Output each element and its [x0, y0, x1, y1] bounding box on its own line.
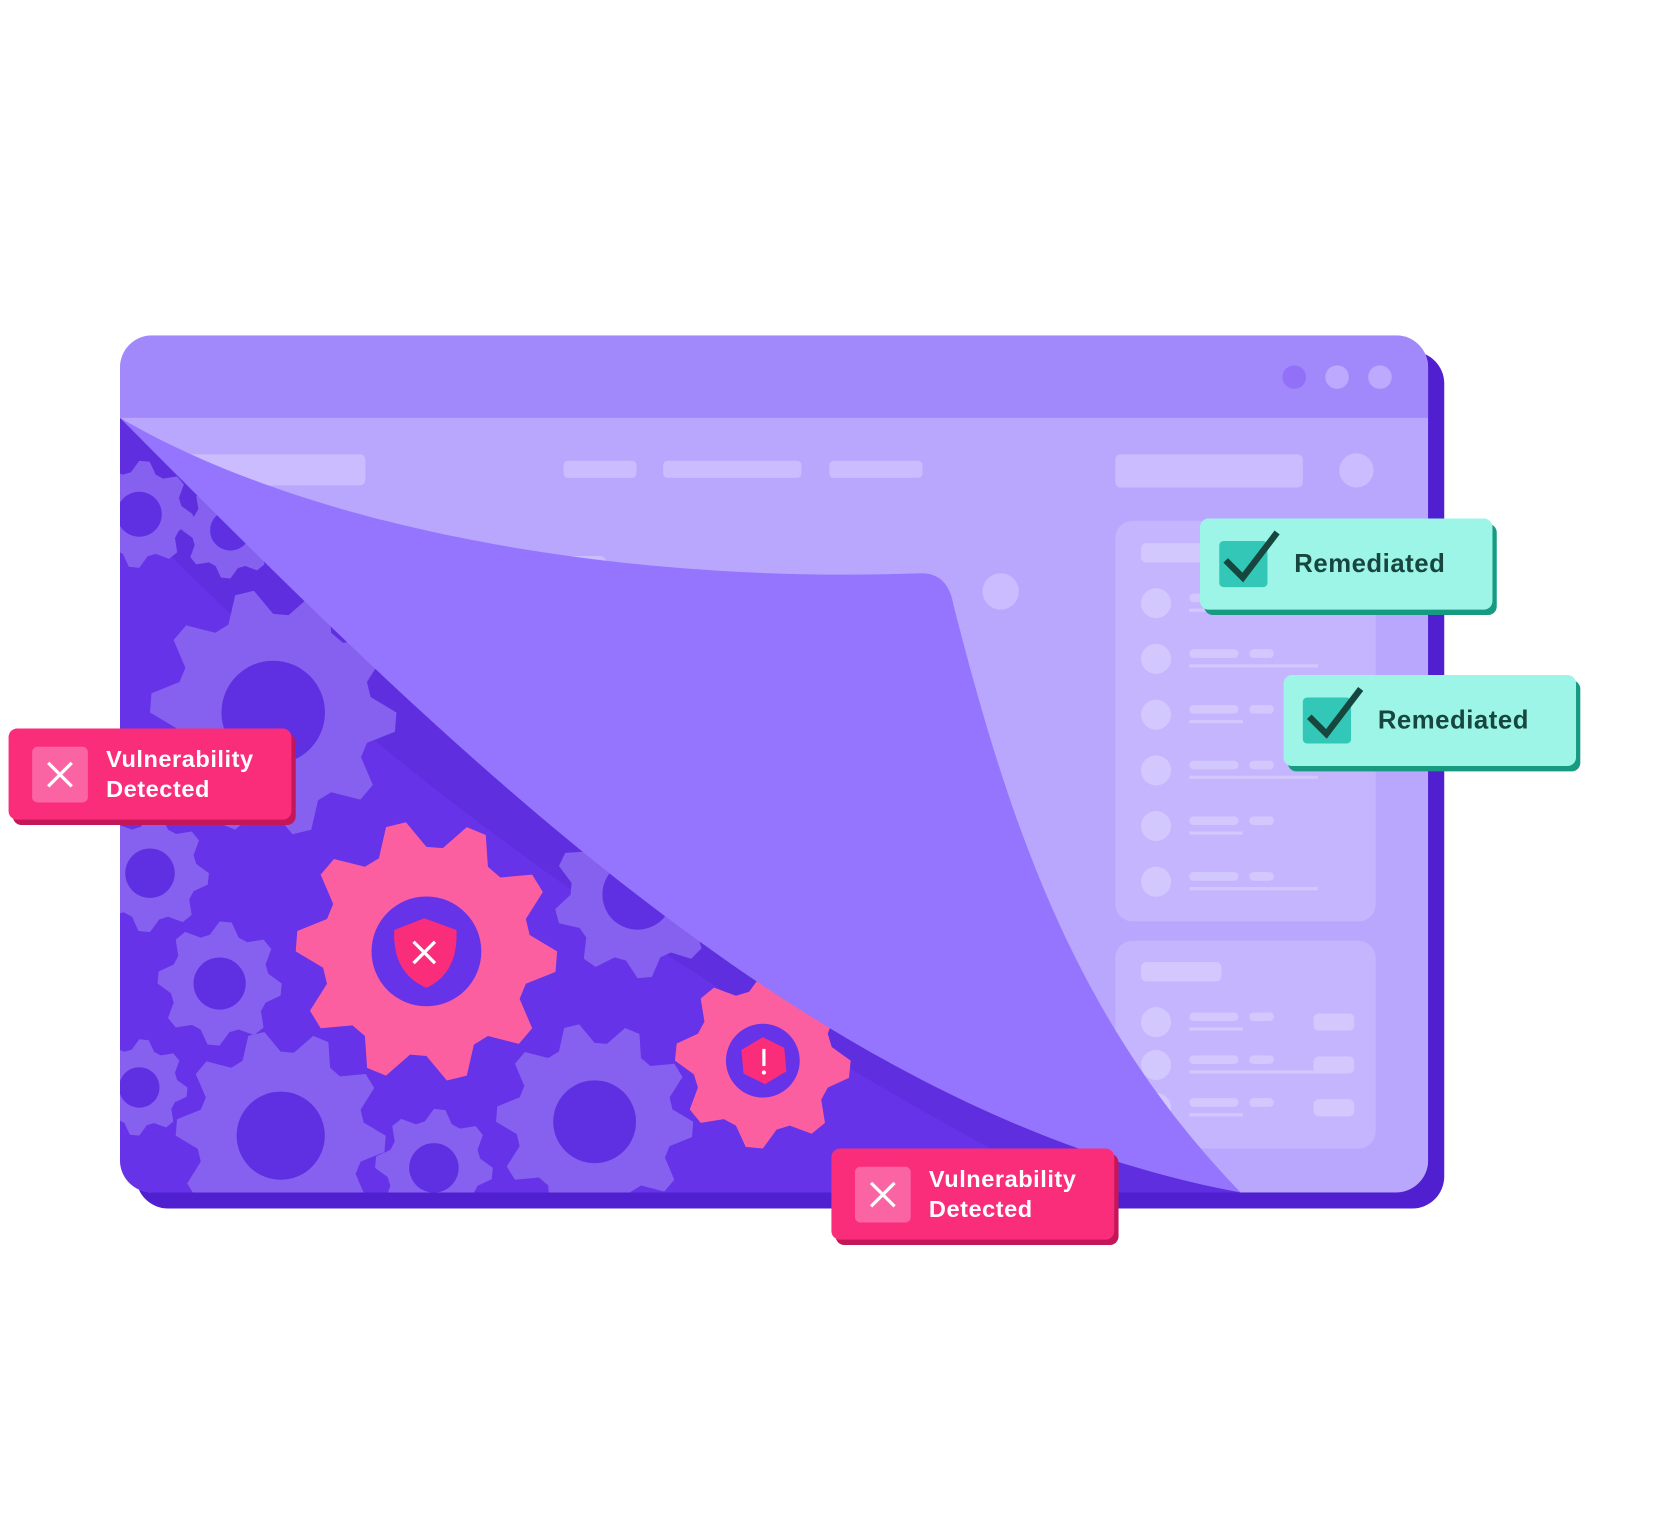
warning-icon [741, 1037, 787, 1085]
gear-icon [175, 1031, 386, 1193]
gear-icon [496, 1024, 694, 1193]
side-panel-bottom [1115, 940, 1376, 1149]
window-dot-close[interactable] [1368, 365, 1392, 389]
gear-icon [157, 921, 282, 1046]
gear-icon [374, 1108, 493, 1193]
badge-label-line1: Vulnerability [106, 745, 254, 772]
badge-label-line2: Detected [106, 775, 210, 802]
window-header [119, 335, 1429, 418]
badge-label-line1: Vulnerability [928, 1165, 1077, 1192]
badge-label: Remediated [1294, 549, 1446, 579]
window-dot-minimize[interactable] [1282, 365, 1307, 389]
badge-label: Remediated [1377, 705, 1529, 735]
remediated-badge: Remediated [1199, 518, 1493, 610]
window-dot-maximize[interactable] [1325, 365, 1349, 389]
remediated-badge: Remediated [1283, 674, 1577, 767]
gear-icon [119, 814, 209, 933]
shield-x-icon [394, 918, 457, 988]
side-panel-top [1115, 520, 1376, 922]
gear-icon [119, 1039, 188, 1136]
side-panel-rows [1141, 543, 1355, 1123]
x-icon [854, 1166, 911, 1222]
page-curl [119, 417, 1241, 1193]
gear-icon [119, 460, 193, 568]
x-icon [32, 746, 88, 802]
check-icon [1302, 686, 1364, 744]
check-icon [1219, 530, 1280, 588]
badge-label-line2: Detected [928, 1195, 1033, 1222]
